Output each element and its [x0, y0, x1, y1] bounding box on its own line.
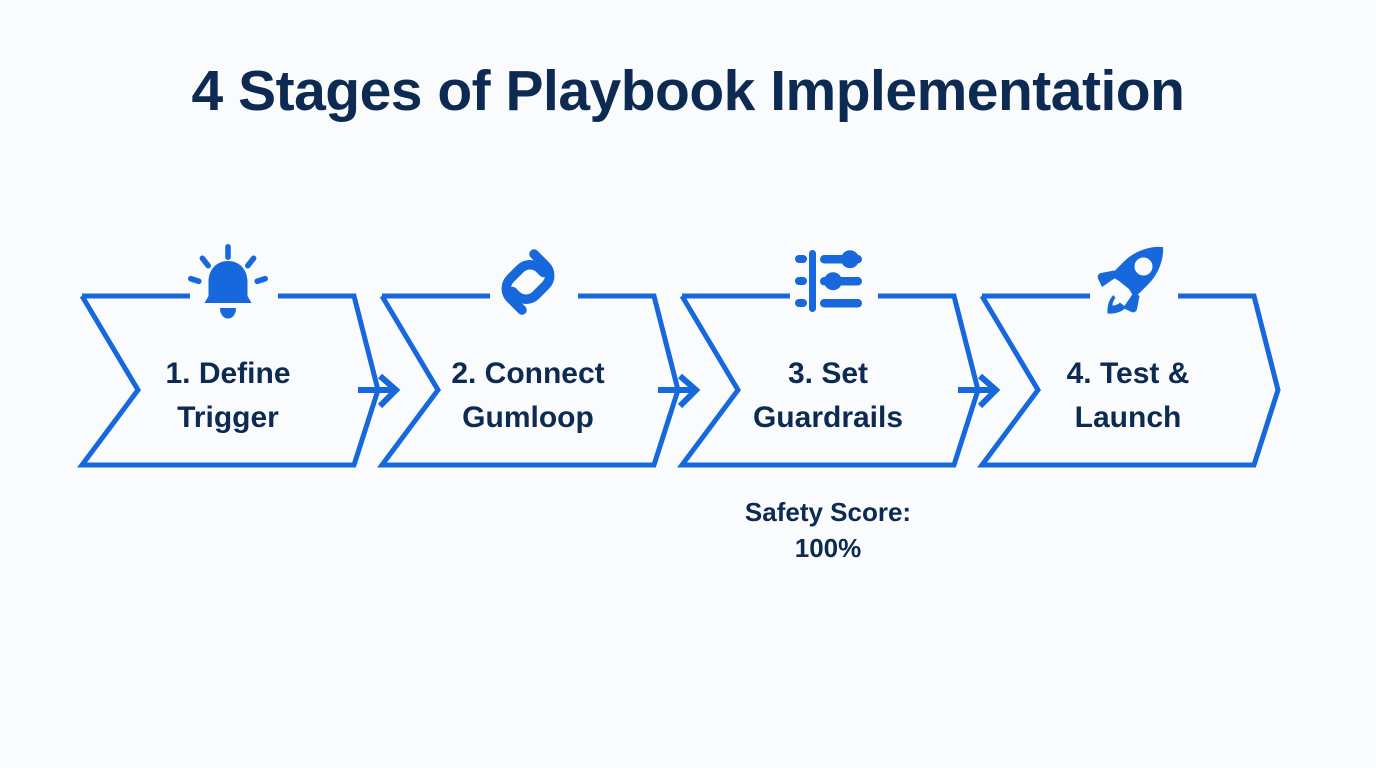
- stage-3-label: 3. Set Guardrails: [752, 357, 904, 435]
- connector-arrow-1: [358, 373, 401, 409]
- page-title: 4 Stages of Playbook Implementation: [191, 59, 1185, 123]
- process-flow-diagram: 1. Define Trigger 2. Connect Gumloop: [0, 230, 1376, 610]
- stage-2-label: 2. Connect Gumloop: [451, 357, 605, 435]
- stage-4-label: 4. Test & Launch: [1066, 357, 1190, 435]
- safety-score-note: Safety Score: 100%: [744, 497, 912, 563]
- stage-4[interactable]: 4. Test & Launch: [977, 230, 1281, 610]
- stage-2[interactable]: 2. Connect Gumloop: [377, 230, 681, 610]
- stage-3[interactable]: 3. Set Guardrails Safety Score: 100%: [677, 230, 981, 610]
- stage-1-label: 1. Define Trigger: [165, 357, 291, 435]
- stage-3-chevron: [677, 293, 981, 468]
- chain-link-icon: [484, 238, 572, 326]
- stage-2-chevron: [377, 293, 681, 468]
- rocket-icon: [1084, 238, 1172, 326]
- stage-1-chevron: [77, 293, 381, 468]
- sliders-icon: [784, 238, 872, 326]
- stage-1[interactable]: 1. Define Trigger: [77, 230, 381, 610]
- connector-arrow-3: [958, 373, 1001, 409]
- stage-4-chevron: [977, 293, 1281, 468]
- bell-icon: [184, 238, 272, 326]
- connector-arrow-2: [658, 373, 701, 409]
